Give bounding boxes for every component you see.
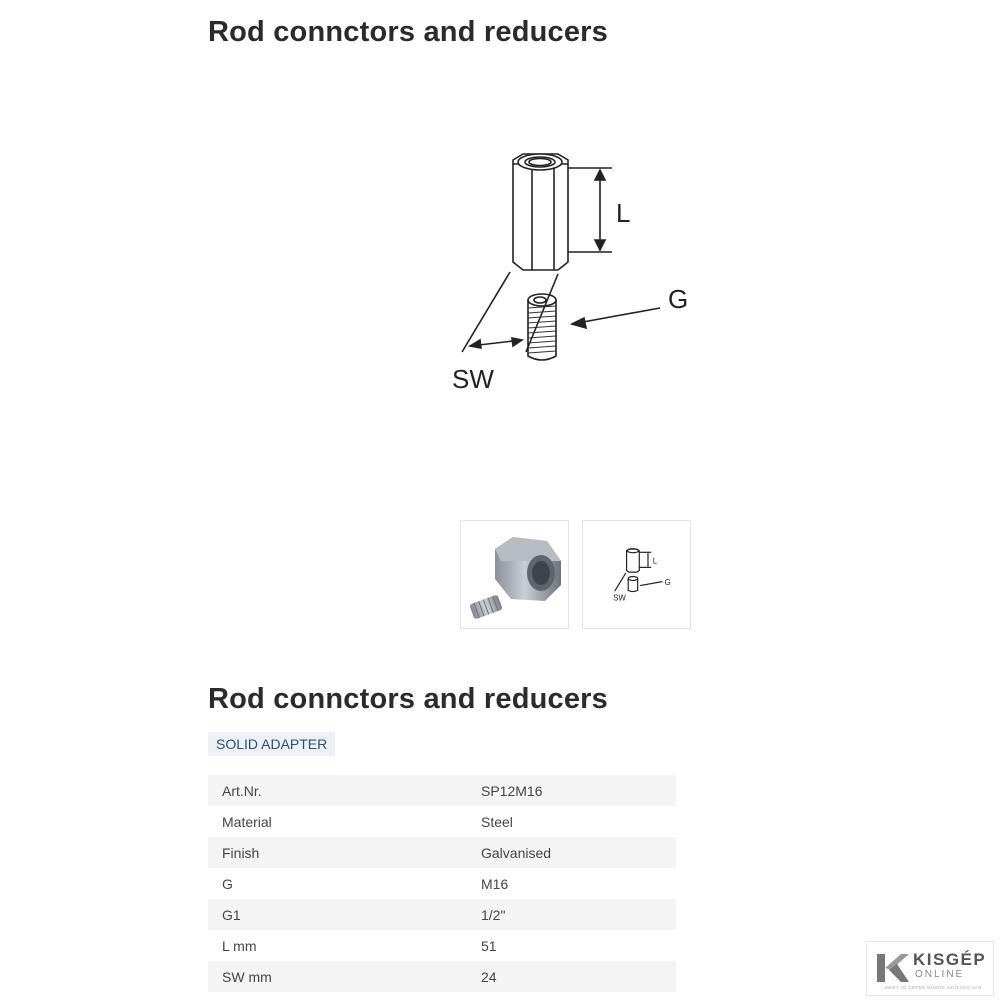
spec-key: Material: [222, 813, 272, 830]
spec-value: 1/2": [467, 899, 676, 930]
product-type-badge: SOLID ADAPTER: [208, 732, 336, 756]
svg-text:L: L: [653, 556, 658, 565]
spec-table: Art.Nr. SP12M16 Material Steel Finish Ga…: [208, 775, 676, 992]
spec-value: Galvanised: [467, 837, 676, 868]
page-title: Rod connctors and reducers: [208, 16, 608, 48]
product-main-image[interactable]: L G SW: [440, 140, 710, 400]
technical-drawing-icon: L G SW: [613, 548, 671, 603]
dimension-label-g: G: [668, 284, 688, 314]
table-row: SW mm 24: [208, 961, 676, 992]
spec-value: 24: [467, 961, 676, 992]
dimension-label-l: L: [616, 198, 630, 228]
table-row: L mm 51: [208, 930, 676, 961]
spec-key: Art.Nr.: [208, 775, 467, 806]
spec-value: 51: [481, 937, 497, 954]
table-row: G M16: [208, 868, 676, 899]
watermark-logo: KISGÉP ONLINE ...MERT JÓ GÉPRE MINDIG SZ…: [866, 941, 994, 996]
table-row: Art.Nr. SP12M16: [208, 775, 676, 806]
spec-key: G: [222, 875, 233, 892]
spec-key: L mm: [222, 937, 257, 954]
logo-subtitle: ONLINE: [915, 969, 965, 980]
spec-key: Finish: [208, 837, 467, 868]
spec-key: G1: [208, 899, 467, 930]
logo-tagline: ...MERT JÓ GÉPRE MINDIG SZÜKSÉG VAN: [880, 985, 982, 990]
svg-text:SW: SW: [613, 594, 626, 603]
thumbnail-technical-drawing[interactable]: L G SW: [582, 520, 691, 629]
spec-value: SP12M16: [467, 775, 676, 806]
spec-value: M16: [481, 875, 509, 892]
table-row: Finish Galvanised: [208, 837, 676, 868]
table-row: Material Steel: [208, 806, 676, 837]
spec-key: SW mm: [208, 961, 467, 992]
svg-text:G: G: [665, 578, 671, 587]
thumbnail-product-photo[interactable]: [460, 520, 569, 629]
kisgep-logo-icon: [877, 954, 909, 982]
logo-name: KISGÉP: [913, 950, 987, 969]
spec-value: Steel: [481, 813, 513, 830]
table-row: G1 1/2": [208, 899, 676, 930]
product-title: Rod connctors and reducers: [208, 683, 608, 715]
product-photo-icon: [470, 537, 561, 619]
technical-drawing: L G SW: [452, 153, 688, 394]
dimension-label-sw: SW: [452, 364, 494, 394]
